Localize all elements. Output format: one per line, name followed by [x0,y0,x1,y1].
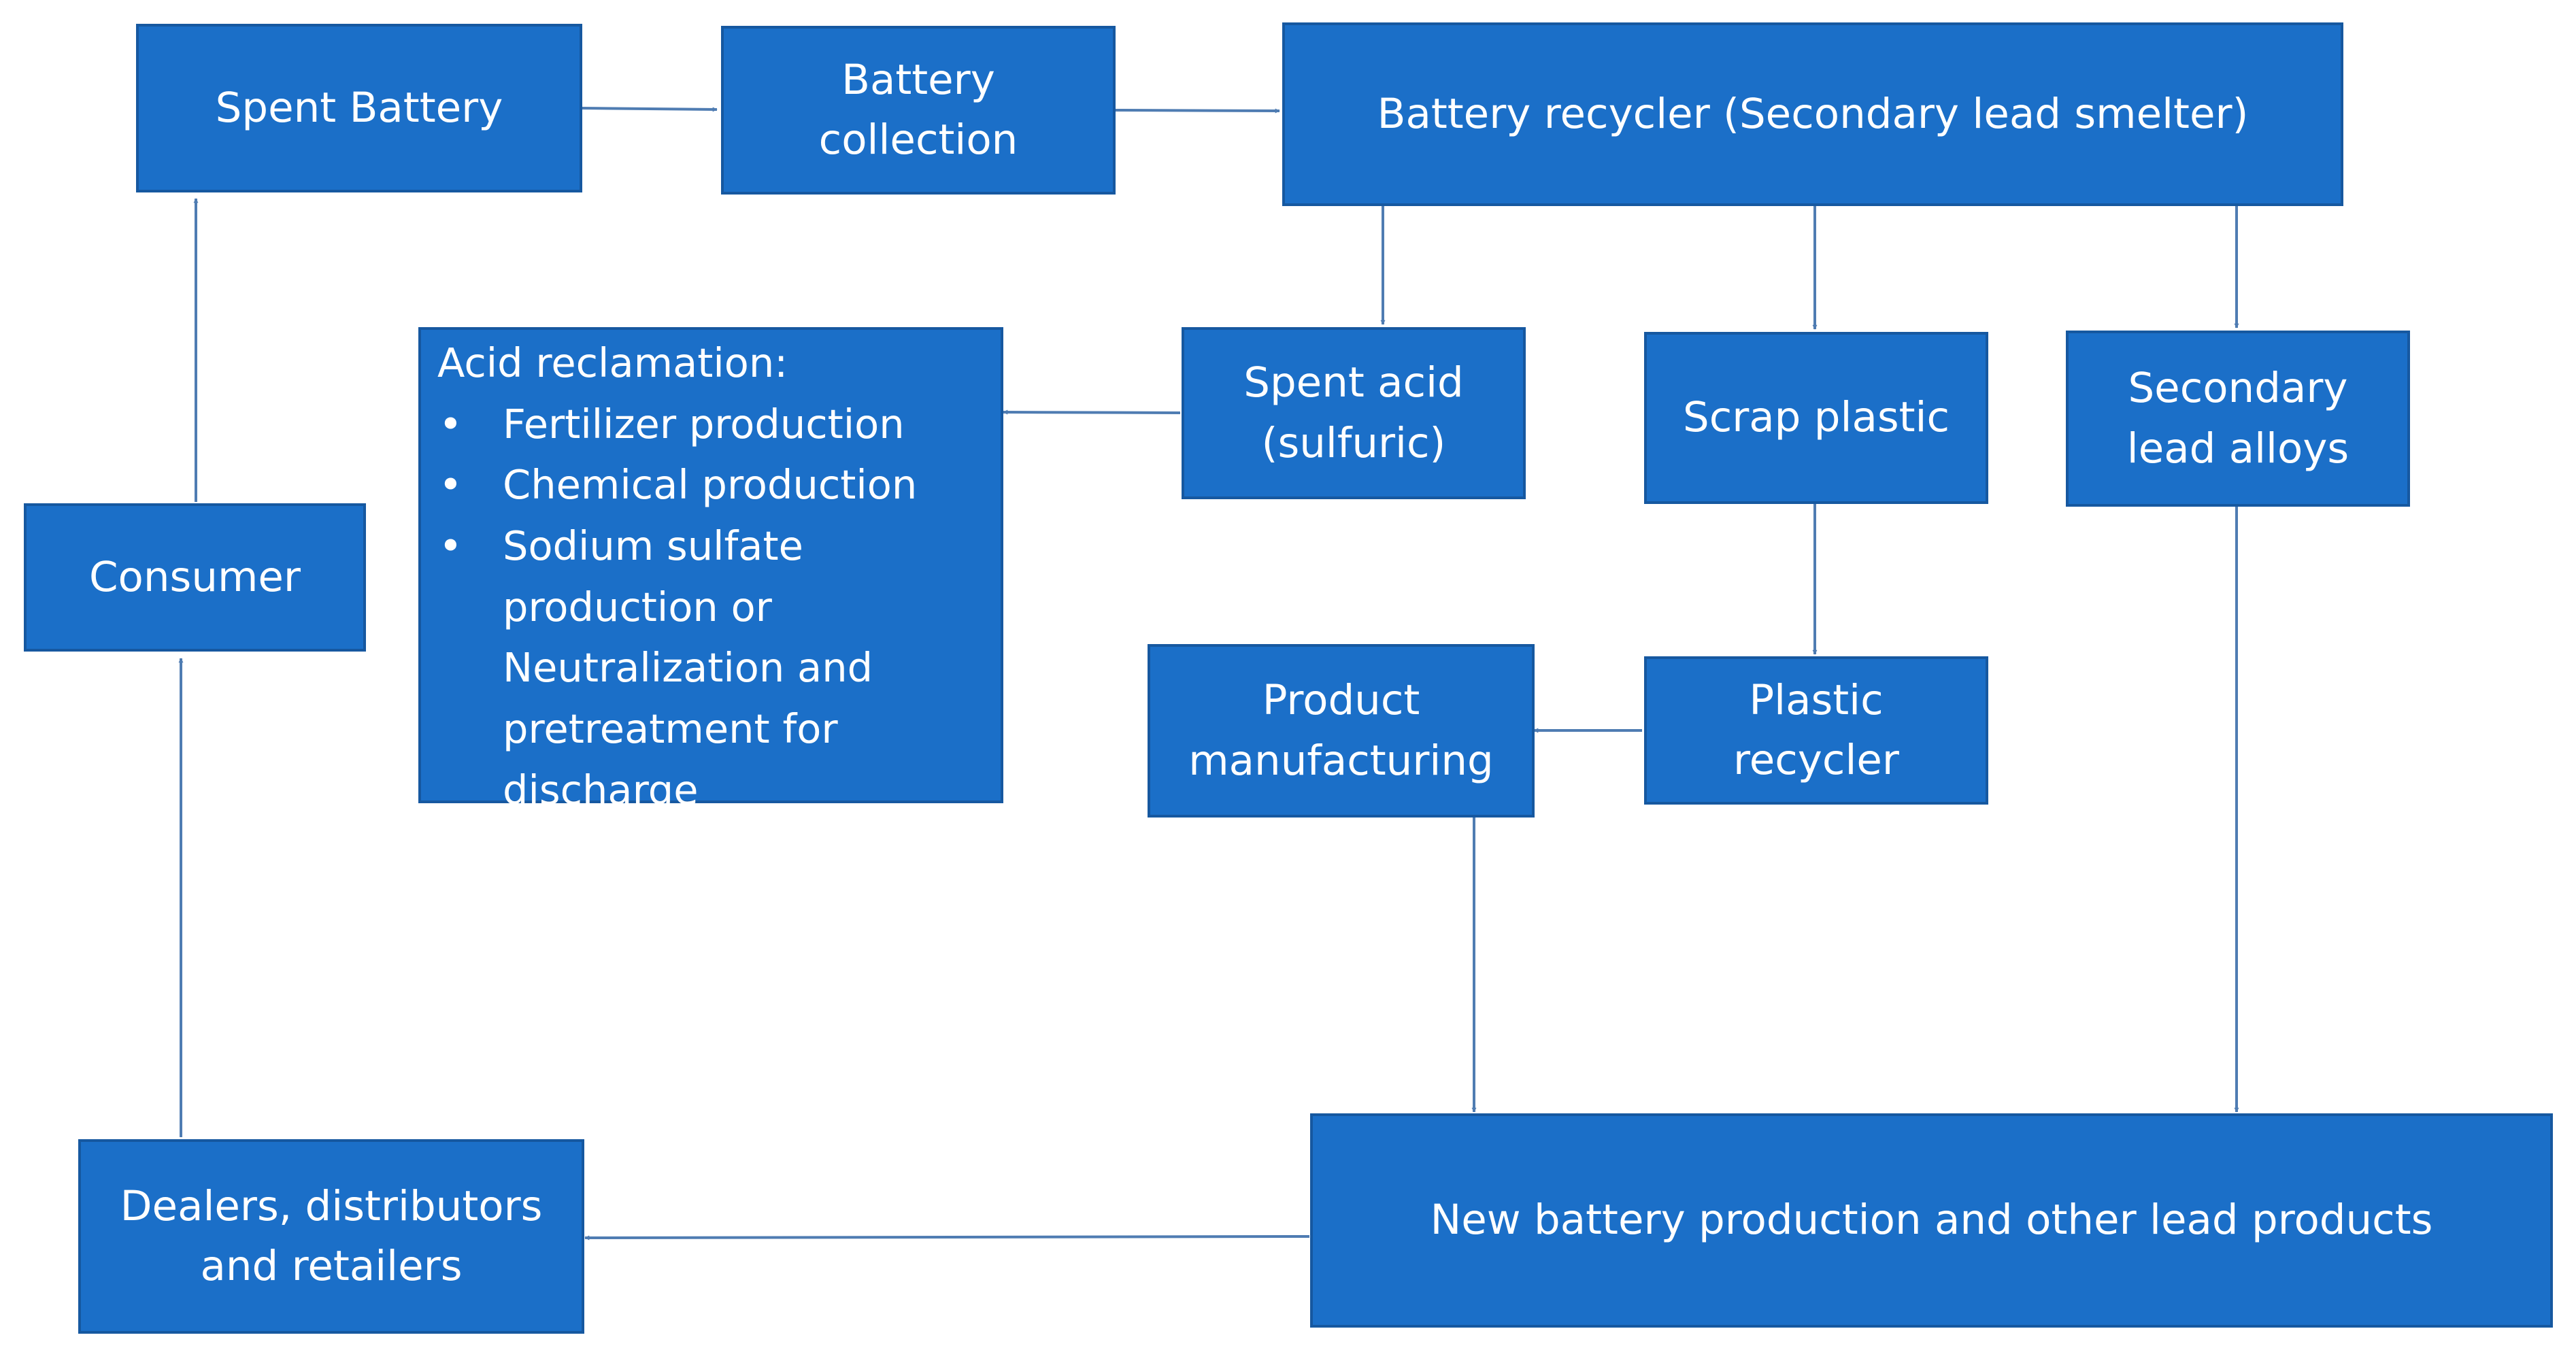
spent-acid-label: Spent acid (sulfuric) [1243,358,1464,467]
acid-reclamation-item: • Sodium sulfate production or Neutraliza… [437,516,984,820]
plastic-recycler-node: Plastic recycler [1644,656,1988,805]
acid-reclamation-item-text: Fertilizer production [503,400,905,448]
plastic-recycler-label: Plastic recycler [1733,675,1899,784]
scrap-plastic-node: Scrap plastic [1644,332,1988,504]
bullet-icon: • [439,400,463,448]
battery-recycler-label: Battery recycler (Secondary lead smelter… [1377,89,2249,138]
acid-reclamation-title: Acid reclamation: [437,339,788,386]
consumer-node: Consumer [24,503,366,652]
battery-collection-node: Battery collection [721,26,1116,195]
dealers-distributors-retailers-label: Dealers, distributors and retailers [120,1181,543,1290]
dealers-distributors-retailers-node: Dealers, distributors and retailers [78,1139,584,1334]
acid-reclamation-item: • Chemical production [437,454,984,516]
edge-spent-acid-to-acid-reclamation [1003,409,1181,415]
battery-recycler-node: Battery recycler (Secondary lead smelter… [1282,22,2343,206]
bullet-icon: • [439,461,463,509]
spent-battery-label: Spent Battery [215,83,503,132]
secondary-lead-alloys-node: Secondary lead alloys [2066,331,2410,507]
edge-spent-battery-to-battery-collection [581,107,718,112]
acid-reclamation-item-text: Chemical production [503,461,918,509]
spent-battery-node: Spent Battery [136,24,582,192]
product-manufacturing-node: Product manufacturing [1148,644,1535,818]
acid-reclamation-list: • Fertilizer production • Chemical product… [437,394,984,821]
new-battery-production-node: New battery production and other lead pr… [1310,1113,2553,1328]
secondary-lead-alloys-label: Secondary lead alloys [2126,364,2349,473]
acid-reclamation-item: • Fertilizer production [437,394,984,455]
battery-collection-label: Battery collection [818,55,1018,164]
edge-battery-collection-to-battery-recycler [1114,108,1280,114]
consumer-label: Consumer [88,552,301,601]
new-battery-production-label: New battery production and other lead pr… [1430,1196,2433,1245]
scrap-plastic-label: Scrap plastic [1682,393,1950,442]
acid-reclamation-node: Acid reclamation: • Fertilizer production… [418,327,1003,813]
spent-acid-node: Spent acid (sulfuric) [1182,327,1526,499]
product-manufacturing-label: Product manufacturing [1188,676,1494,785]
acid-reclamation-item-text: Sodium sulfate production or Neutralizat… [503,522,873,813]
bullet-icon: • [439,522,463,570]
edge-new-battery-production-to-dealers [584,1235,1310,1241]
